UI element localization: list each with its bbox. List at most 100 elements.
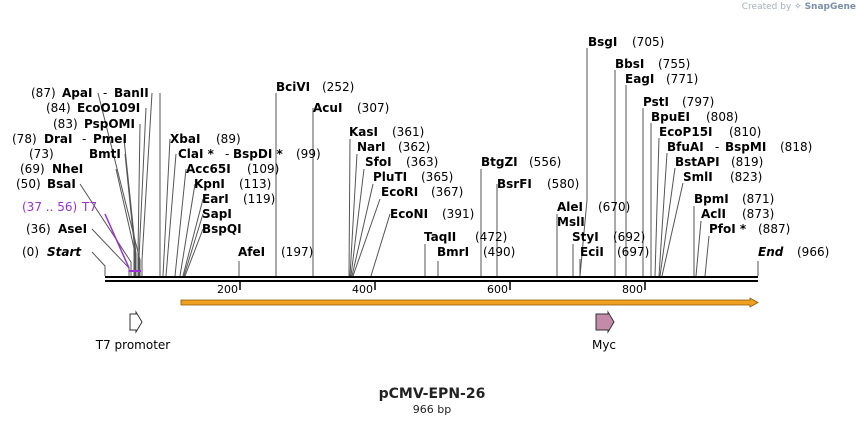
site-pos-kasi: (361) bbox=[392, 125, 424, 139]
site-pos-bmti: (73) bbox=[29, 147, 54, 161]
site-pos-psti: (797) bbox=[682, 95, 714, 109]
feature-t7-promoter bbox=[129, 310, 143, 334]
site-pos-start: (0) bbox=[22, 245, 39, 259]
t7-primer bbox=[104, 213, 141, 272]
site-name-econi: EcoNI bbox=[390, 207, 428, 221]
site-pos-ecii: (697) bbox=[617, 245, 649, 259]
site-name-drai: DraI bbox=[44, 132, 72, 146]
site-pos-drai: (78) bbox=[12, 132, 37, 146]
site-pos-sfoi: (363) bbox=[406, 155, 438, 169]
tick-label-800: 800 bbox=[622, 283, 643, 296]
site-name-bfuai: BfuAI bbox=[667, 140, 704, 154]
site-pos-nhei: (69) bbox=[20, 162, 45, 176]
site-name-start: Start bbox=[47, 245, 82, 259]
site-pos-taqii: (472) bbox=[475, 230, 507, 244]
backbone bbox=[105, 276, 758, 282]
left-site-labels: (0) Start (36) AseI (37 .. 56) T7 (50) B… bbox=[12, 86, 149, 259]
site-pos-smli: (823) bbox=[730, 170, 762, 184]
site-name-bsgi: BsgI bbox=[588, 35, 617, 49]
orf-arrow bbox=[180, 297, 759, 308]
site-name-bspqi: BspQI bbox=[202, 222, 242, 236]
site-name-pspomi: PspOMI bbox=[84, 117, 135, 131]
site-sep-bfuai: - bbox=[715, 140, 719, 154]
site-name-kpni: KpnI bbox=[194, 177, 225, 191]
credit-brand: SnapGene bbox=[804, 2, 856, 12]
site-name-xbai: XbaI bbox=[170, 132, 200, 146]
primer-name-t7: T7 bbox=[81, 200, 97, 214]
site-pos-pspomi: (83) bbox=[53, 117, 78, 131]
site-name-ecii: EciI bbox=[580, 245, 604, 259]
site-pos-eagi: (771) bbox=[666, 72, 698, 86]
site-pos-econi: (391) bbox=[442, 207, 474, 221]
site-pos-styi: (692) bbox=[613, 230, 645, 244]
site-connectors bbox=[79, 48, 759, 277]
site-pos-ecori: (367) bbox=[431, 185, 463, 199]
site-name-afei: AfeI bbox=[238, 245, 265, 259]
site-pos-bpuei: (808) bbox=[706, 110, 738, 124]
site-name-clai: ClaI * bbox=[178, 147, 215, 161]
site-name-pluti: PluTI bbox=[373, 170, 407, 184]
right-site-labels: XbaI (89) ClaI * - BspDI * (99) Acc65I (… bbox=[170, 35, 829, 259]
site-pos-pfoi: (887) bbox=[758, 222, 790, 236]
site-name-nari: NarI bbox=[357, 140, 386, 154]
site-name-eari: EarI bbox=[202, 192, 229, 206]
site-name-apai: ApaI bbox=[62, 86, 92, 100]
site-name-psti: PstI bbox=[643, 95, 669, 109]
site-pos-apai: (87) bbox=[31, 86, 56, 100]
tick-label-200: 200 bbox=[217, 283, 238, 296]
site-pos-bsai: (50) bbox=[16, 177, 41, 191]
t7-promoter-arrow bbox=[129, 310, 143, 334]
site-name-pfoi: PfoI * bbox=[709, 222, 747, 236]
site-name-asei: AseI bbox=[58, 222, 87, 236]
site-name-btgzi: BtgZI bbox=[481, 155, 518, 169]
site-name-alei: AleI bbox=[557, 200, 583, 214]
site-sep-clai: - bbox=[225, 147, 229, 161]
site-name-bsrfi: BsrFI bbox=[497, 177, 532, 191]
plasmid-length: 966 bp bbox=[412, 403, 452, 416]
site-name-bcivi: BciVI bbox=[276, 80, 310, 94]
plasmid-name: pCMV-EPN-26 bbox=[378, 386, 486, 402]
feature-label-t7-promoter: T7 promoter bbox=[95, 338, 171, 352]
credit-prefix: Created by bbox=[741, 2, 792, 12]
site-name-ecoo109i: EcoO109I bbox=[77, 101, 140, 115]
site-pos-bsrfi: (580) bbox=[547, 177, 579, 191]
site-name-bmti: BmtI bbox=[89, 147, 121, 161]
site-pos-acc65i: (109) bbox=[247, 162, 279, 176]
site-name-end: End bbox=[758, 245, 784, 259]
site-name-bspmi: BspMI bbox=[725, 140, 766, 154]
site-pos-alei: (670) bbox=[598, 200, 630, 214]
site-name-msli: MslI bbox=[557, 215, 585, 229]
tick-label-600: 600 bbox=[487, 283, 508, 296]
site-name-bspdi: BspDI * bbox=[233, 147, 283, 161]
site-name-bstapi: BstAPI bbox=[675, 155, 720, 169]
site-pos-bpmi: (871) bbox=[742, 192, 774, 206]
site-name-sfoi: SfoI bbox=[365, 155, 392, 169]
site-pos-btgzi: (556) bbox=[529, 155, 561, 169]
site-name-eagi: EagI bbox=[625, 72, 654, 86]
t7-primer-leader bbox=[104, 213, 130, 269]
site-pos-acli: (873) bbox=[742, 207, 774, 221]
site-name-ecop15i: EcoP15I bbox=[659, 125, 713, 139]
site-name-banii: BanII bbox=[114, 86, 149, 100]
tick-label-400: 400 bbox=[352, 283, 373, 296]
site-sep-apai: - bbox=[103, 86, 107, 100]
site-sep-drai: - bbox=[82, 132, 86, 146]
site-pos-clai: (99) bbox=[296, 147, 321, 161]
site-name-sapi: SapI bbox=[202, 207, 232, 221]
site-pos-ecop15i: (810) bbox=[729, 125, 761, 139]
site-name-styi: StyI bbox=[572, 230, 599, 244]
site-pos-ecoo109i: (84) bbox=[46, 101, 71, 115]
site-pos-asei: (36) bbox=[26, 222, 51, 236]
myc-arrow bbox=[595, 310, 615, 334]
site-pos-end: (966) bbox=[797, 245, 829, 259]
site-name-acli: AclI bbox=[701, 207, 726, 221]
site-pos-bcivi: (252) bbox=[322, 80, 354, 94]
site-name-acui: AcuI bbox=[313, 101, 342, 115]
site-pos-afei: (197) bbox=[281, 245, 313, 259]
site-name-bbsi: BbsI bbox=[615, 57, 644, 71]
site-pos-kpni: (113) bbox=[239, 177, 271, 191]
site-name-bmri: BmrI bbox=[437, 245, 469, 259]
site-pos-acui: (307) bbox=[357, 101, 389, 115]
site-pos-bstapi: (819) bbox=[731, 155, 763, 169]
